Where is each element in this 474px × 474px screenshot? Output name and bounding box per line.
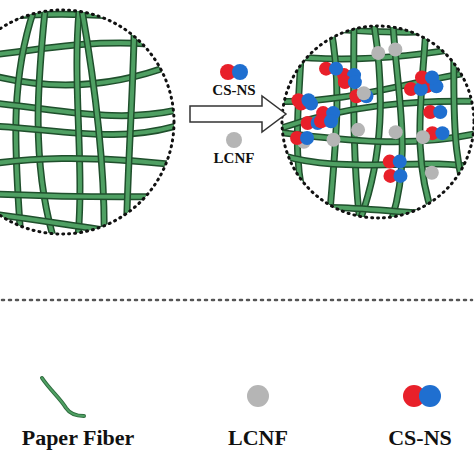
paper-fiber-mesh [272, 16, 474, 228]
particle [357, 86, 371, 100]
particle [300, 131, 314, 145]
arrow-label: LCNF [214, 150, 255, 167]
particle [435, 126, 449, 140]
paper-fiber [16, 0, 38, 244]
lcnf-dot [226, 132, 242, 148]
legend-swatch [247, 385, 269, 407]
particle [348, 75, 362, 89]
paper-fiber [354, 16, 361, 228]
paper-fiber [272, 152, 474, 168]
paper-fiber [0, 209, 184, 238]
paper-fiber [0, 191, 184, 196]
particle [416, 130, 430, 144]
paper-fiber [272, 207, 474, 214]
paper-fiber [0, 209, 184, 238]
paper-fiber [77, 0, 80, 244]
paper-fiber [0, 101, 184, 115]
particle [329, 62, 343, 76]
paper-fiber [0, 101, 184, 115]
particle [389, 125, 403, 139]
particle [425, 166, 439, 180]
legend-text: CS-NS [388, 426, 452, 450]
particles [290, 42, 449, 182]
paper-fiber [0, 158, 184, 173]
paper-fiber [38, 0, 55, 244]
particle [351, 123, 365, 137]
particle [324, 114, 338, 128]
paper-fiber [38, 0, 55, 244]
paper-fiber [0, 158, 184, 173]
legend-text: Paper Fiber [22, 426, 135, 450]
cs-ns-dot [232, 64, 248, 80]
particle [433, 105, 447, 119]
paper-fiber [453, 16, 474, 228]
legend-text: LCNF [228, 426, 288, 450]
process-arrow [190, 96, 286, 132]
paper-fiber [80, 0, 104, 244]
paper-fiber-mesh [0, 0, 184, 244]
particle [371, 46, 385, 60]
fiber-sample [42, 378, 84, 416]
particle [393, 155, 407, 169]
particle [393, 169, 407, 183]
paper-fiber [453, 16, 474, 228]
paper-fiber [0, 123, 184, 134]
fiber-sample [42, 378, 84, 416]
particle [388, 42, 402, 56]
paper-fiber [0, 123, 184, 134]
particle [425, 70, 439, 84]
paper-fiber [420, 16, 438, 228]
dotted-circle [282, 26, 474, 218]
paper-fiber [389, 16, 402, 228]
paper-fiber [272, 207, 474, 214]
paper-fiber [16, 0, 38, 244]
paper-fiber [354, 16, 361, 228]
paper-fiber [272, 152, 474, 168]
paper-fiber [77, 0, 80, 244]
particle [327, 133, 341, 147]
paper-fiber [389, 16, 402, 228]
particle [301, 93, 315, 107]
paper-fiber [420, 16, 438, 228]
arrow-label: CS-NS [212, 82, 255, 99]
cs-ns-sample [419, 385, 441, 407]
divider [2, 299, 472, 302]
dotted-circle [0, 10, 174, 234]
paper-fiber [0, 191, 184, 196]
paper-fiber [80, 0, 104, 244]
